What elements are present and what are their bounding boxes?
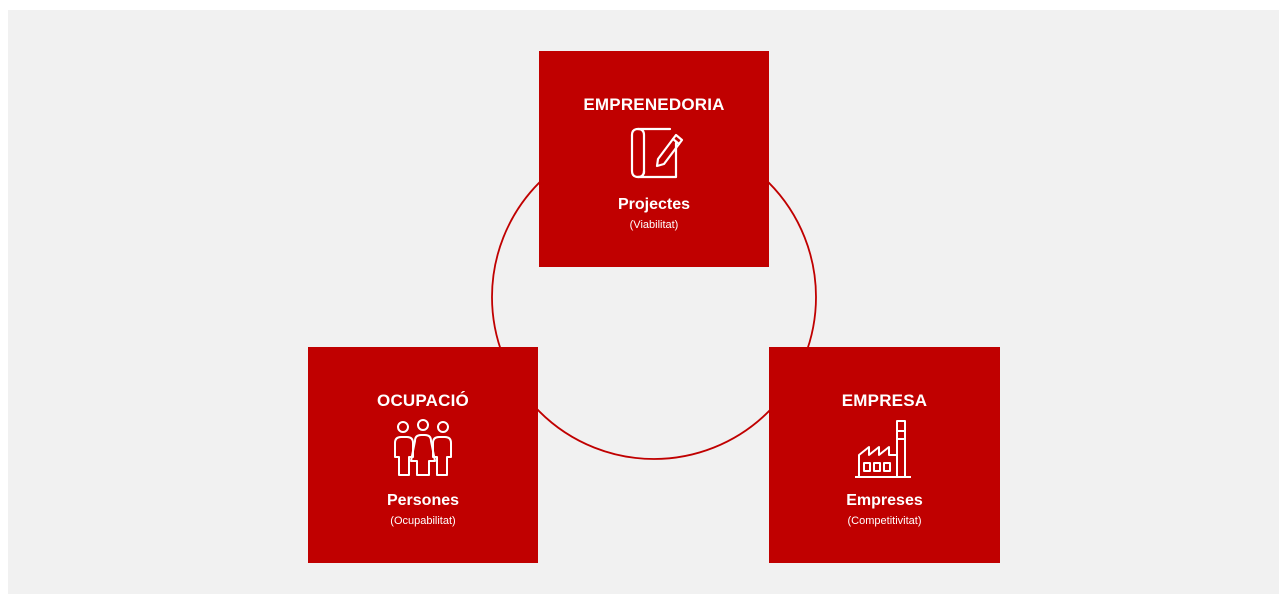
blueprint-pencil-icon [630, 127, 684, 179]
node-emprenedoria: EMPRENEDORIA Projectes (Viabilitat) [539, 51, 769, 267]
people-group-icon [394, 419, 452, 476]
node-subtitle: Empreses [846, 492, 923, 509]
node-title: EMPRESA [841, 391, 928, 410]
node-title: OCUPACIÓ [377, 391, 469, 410]
node-subtitle: Projectes [617, 196, 691, 213]
node-subtitle: Persones [386, 492, 460, 509]
node-ocupacio: OCUPACIÓ Persones (Ocupabilitat) [308, 347, 538, 563]
node-caption: (Ocupabilitat) [390, 515, 456, 527]
factory-icon [854, 420, 911, 478]
node-title: EMPRENEDORIA [583, 95, 725, 114]
node-caption: (Competitivitat) [847, 515, 922, 527]
diagram-canvas: EMPRENEDORIA Projectes (Viabilitat) OCUP… [8, 10, 1279, 594]
node-empresa: EMPRESA Empreses (Competitivitat) [769, 347, 1000, 563]
node-caption: (Viabilitat) [629, 219, 679, 231]
